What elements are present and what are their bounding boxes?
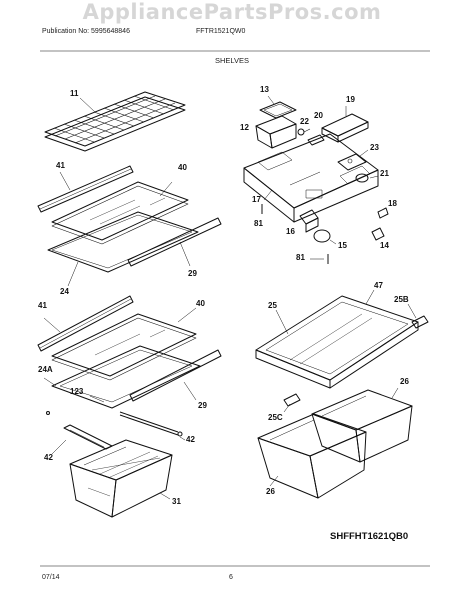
publication-number: Publication No: 5995648846: [42, 28, 130, 35]
clip-part[interactable]: [377, 207, 389, 219]
wire-shelf-part[interactable]: [44, 91, 186, 152]
callout-12: 12: [240, 123, 249, 132]
callout-29: 29: [188, 269, 197, 278]
callout-26: 26: [400, 377, 409, 386]
crisper-pan-right-part[interactable]: [311, 389, 413, 463]
callout-40: 40: [178, 163, 187, 172]
callout-13: 13: [260, 85, 269, 94]
light-bulb-part[interactable]: [313, 229, 331, 243]
drawing-code: SHFFHT1621QB0: [330, 531, 409, 542]
thermostat-knob-part[interactable]: [297, 128, 305, 136]
model-number: FFTR1521QW0: [196, 28, 246, 35]
callout-42-support: 42: [44, 453, 53, 462]
callout-41-lower: 41: [38, 301, 47, 310]
drawer-support-part[interactable]: [63, 424, 113, 450]
shelf-rear-trim-part[interactable]: [127, 217, 222, 267]
callout-42: 42: [186, 435, 195, 444]
shelf-front-trim-part[interactable]: [37, 165, 134, 213]
light-cover-part[interactable]: [259, 101, 297, 119]
callout-17: 17: [252, 195, 261, 204]
callout-20: 20: [314, 111, 323, 120]
control-housing-part[interactable]: [255, 115, 297, 149]
callout-31: 31: [172, 497, 181, 506]
callout-29-lower: 29: [198, 401, 207, 410]
watermark: AppliancePartsPros.com: [82, 0, 382, 24]
callout-23: 23: [370, 143, 379, 152]
lamp-socket-part[interactable]: [355, 173, 369, 183]
callout-15: 15: [338, 241, 347, 250]
section-title: SHELVES: [214, 56, 250, 65]
screw-part[interactable]: [46, 411, 50, 415]
crisper-cover-part[interactable]: [255, 295, 419, 389]
light-switch-part[interactable]: [371, 227, 385, 241]
callout-21: 21: [380, 169, 389, 178]
humidity-control-part[interactable]: [411, 315, 429, 329]
callout-19: 19: [346, 95, 355, 104]
damper-part[interactable]: [307, 134, 325, 146]
shelf-front-trim-lower-part[interactable]: [37, 295, 134, 352]
crisper-drawer-part[interactable]: [69, 439, 173, 518]
callout-26-left: 26: [266, 487, 275, 496]
callout-47: 47: [374, 281, 383, 290]
callout-25c: 25C: [268, 413, 283, 422]
duct-cover-part[interactable]: [321, 113, 369, 143]
shelf-frame-lower-part[interactable]: [51, 345, 201, 409]
callout-24: 24: [60, 287, 69, 296]
callout-25b: 25B: [394, 295, 409, 304]
crisper-pan-left-part[interactable]: [257, 413, 367, 499]
callout-40-lower: 40: [196, 299, 205, 308]
callout-81-lower: 81: [296, 253, 305, 262]
footer-date: 07/14: [42, 574, 60, 581]
callout-41: 41: [56, 161, 65, 170]
callout-22: 22: [300, 117, 309, 126]
humidity-slide-part[interactable]: [283, 393, 301, 407]
callout-25: 25: [268, 301, 277, 310]
air-diffuser-housing-part[interactable]: [243, 133, 379, 223]
page-number: 6: [229, 574, 233, 581]
callout-11: 11: [70, 89, 79, 98]
light-socket-part[interactable]: [299, 209, 319, 233]
callout-24a: 24A: [38, 365, 53, 374]
callout-18: 18: [388, 199, 397, 208]
control-board-part[interactable]: [337, 153, 367, 171]
shelf-frame-part[interactable]: [47, 211, 199, 273]
callout-123: 123: [70, 387, 84, 396]
glass-shelf-lower-part[interactable]: [51, 313, 197, 381]
slide-rail-part[interactable]: [119, 411, 183, 437]
callout-16: 16: [286, 227, 295, 236]
callout-14: 14: [380, 241, 389, 250]
callout-81: 81: [254, 219, 263, 228]
